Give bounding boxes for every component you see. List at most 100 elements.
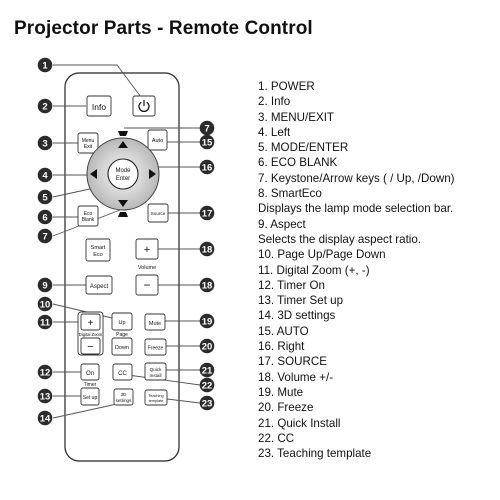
mute-button[interactable] — [144, 313, 166, 331]
source-button[interactable] — [147, 203, 169, 223]
install-label: Install — [149, 373, 161, 378]
callout-number: 21 — [202, 365, 213, 376]
callout-circle — [37, 189, 53, 205]
legend-item: 17. SOURCE — [258, 355, 327, 369]
info-label: Info — [92, 102, 106, 112]
callout-number: 10 — [40, 299, 51, 310]
zoom-out-button[interactable] — [80, 337, 101, 355]
mute-label: Mute — [149, 321, 161, 327]
info-button[interactable] — [86, 95, 112, 117]
callout-number: 15 — [202, 137, 213, 148]
callout-circle — [199, 362, 215, 378]
legend-item: 11. Digital Zoom (+, -) — [258, 263, 370, 277]
teaching-label: Teaching — [148, 394, 163, 398]
callout-number: 22 — [202, 380, 213, 391]
legend-item: 16. Right — [258, 340, 305, 354]
keystone-down-icon — [118, 212, 128, 217]
callout-circle — [37, 98, 53, 114]
page-up-label: Up — [118, 320, 125, 326]
eco-blank-button[interactable] — [77, 205, 99, 227]
callout-circle — [199, 338, 215, 354]
timer-setup-button[interactable] — [80, 387, 100, 406]
callout-circle — [199, 205, 215, 221]
blank-label: Blank — [82, 217, 95, 223]
settings-label: settings — [116, 398, 133, 403]
callout-number: 11 — [40, 317, 51, 328]
callout-badge: 3 — [37, 135, 53, 151]
callout-circle — [37, 167, 53, 183]
callout-badge: 18 — [199, 241, 215, 257]
zoom-plus-label: + — [88, 318, 94, 329]
up-arrow-icon[interactable] — [118, 141, 128, 148]
zoom-minus-label: − — [87, 341, 93, 353]
teaching-template-button[interactable] — [144, 389, 168, 406]
quick-label: Quick — [150, 367, 162, 372]
callout-badge: 6 — [37, 209, 53, 225]
callout-circle — [199, 277, 215, 293]
source-label: Source — [151, 211, 166, 216]
keystone-up-icon — [118, 131, 128, 136]
callout-badge: 19 — [199, 313, 215, 329]
page-title: Projector Parts - Remote Control — [14, 18, 313, 39]
callout-number: 4 — [42, 170, 48, 181]
aspect-button[interactable] — [85, 275, 113, 295]
legend-item: 5. MODE/ENTER — [258, 141, 349, 155]
legend-item: 10. Page Up/Page Down — [258, 248, 386, 262]
mode-enter-button[interactable] — [107, 158, 139, 190]
legend-item: 8. SmartEco — [258, 187, 322, 201]
legend-item: 21. Quick Install — [258, 416, 341, 430]
callout-badge: 2 — [37, 98, 53, 114]
legend-item: 3. MENU/EXIT — [258, 110, 335, 124]
quick-install-button[interactable] — [144, 362, 167, 381]
auto-button[interactable] — [147, 129, 168, 151]
legend-item: 20. Freeze — [258, 401, 314, 415]
page-down-label: Down — [115, 345, 129, 351]
legend-item: 22. CC — [258, 431, 295, 445]
callout-badge: 16 — [199, 159, 215, 175]
volume-plus-label: + — [144, 244, 150, 256]
callout-number: 13 — [40, 391, 51, 402]
zoom-in-button[interactable] — [80, 313, 101, 331]
callout-badge: 15 — [199, 134, 215, 150]
menu-exit-button[interactable] — [77, 132, 99, 154]
timer-on-button[interactable] — [80, 363, 100, 381]
legend-item: 19. Mute — [258, 385, 304, 399]
on-label: On — [86, 371, 94, 377]
callout-badge: 9 — [37, 277, 53, 293]
callout-number: 6 — [42, 212, 47, 223]
enter-label: Enter — [116, 176, 130, 182]
volume-down-button[interactable] — [135, 274, 159, 296]
callout-circle — [37, 314, 53, 330]
legend-item: 18. Volume +/- — [258, 370, 334, 384]
3d-settings-button[interactable] — [113, 388, 134, 406]
callout-number: 19 — [202, 316, 213, 327]
callout-circle — [199, 120, 215, 136]
smart-eco-label: Eco — [93, 252, 102, 258]
volume-up-button[interactable] — [135, 238, 159, 260]
callout-circle — [199, 134, 215, 150]
callout-badge: 20 — [199, 338, 215, 354]
legend-item: 6. ECO BLANK — [258, 156, 338, 170]
page-up-button[interactable] — [111, 312, 133, 331]
callout-circle — [37, 135, 53, 151]
legend-item: Displays the lamp mode selection bar. — [258, 202, 454, 216]
page-down-button[interactable] — [111, 337, 133, 356]
page-label: Page — [116, 332, 128, 338]
navigation-pad — [86, 131, 160, 217]
legend-item: Selects the display aspect ratio. — [258, 232, 422, 246]
callout-number: 1 — [42, 60, 48, 71]
cc-button[interactable] — [112, 363, 133, 381]
aspect-label: Aspect — [90, 284, 109, 290]
callout-number: 3 — [42, 138, 47, 149]
callout-circle — [37, 296, 53, 312]
down-arrow-icon[interactable] — [118, 200, 128, 207]
left-arrow-icon[interactable] — [90, 169, 97, 179]
timer-label: Timer — [84, 382, 97, 388]
freeze-label: Freeze — [148, 346, 164, 352]
callout-number: 12 — [40, 367, 51, 378]
freeze-button[interactable] — [144, 338, 167, 356]
mode-label: Mode — [115, 168, 131, 174]
right-arrow-icon[interactable] — [149, 169, 156, 179]
smart-eco-button[interactable] — [85, 238, 111, 262]
callout-circle — [37, 388, 53, 404]
